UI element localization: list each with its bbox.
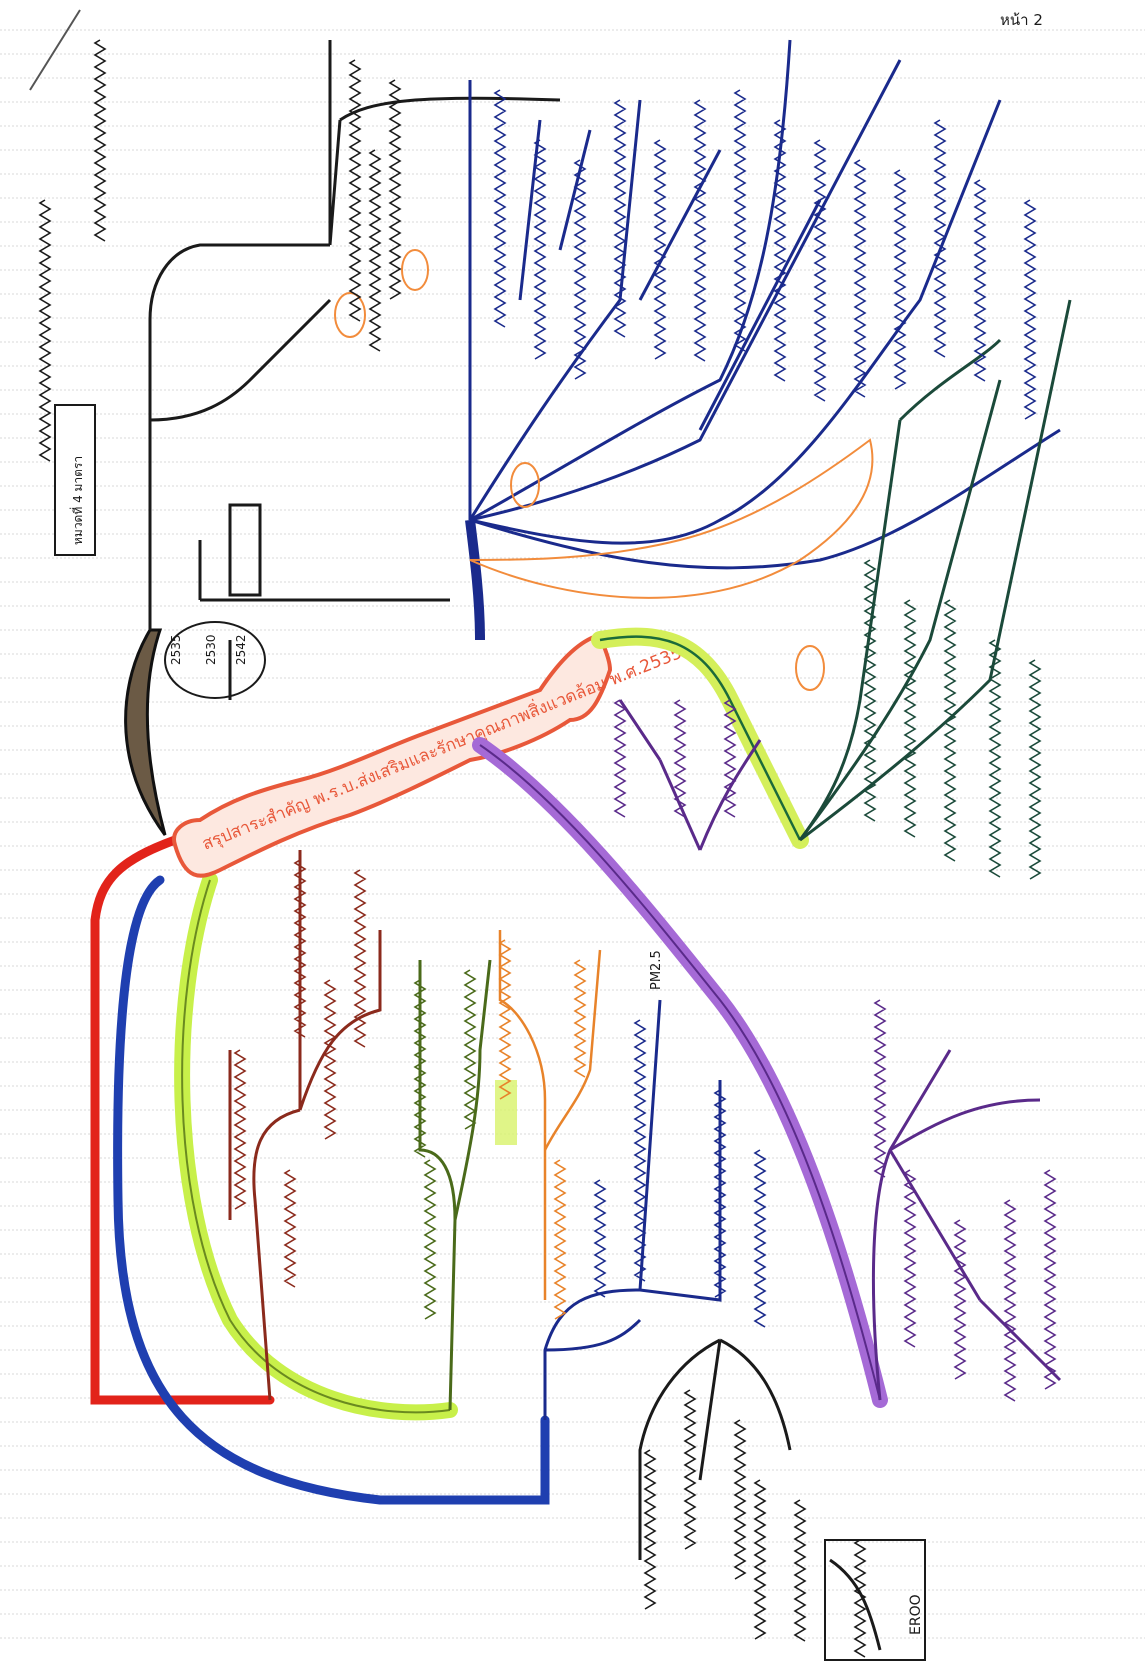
handwriting-scribble <box>285 1170 295 1287</box>
handwriting-scribble <box>235 1050 245 1209</box>
handwriting-scribble <box>615 700 625 817</box>
handwriting-scribble <box>795 1500 805 1641</box>
lime-main-branch <box>182 880 450 1412</box>
handwriting-scribble <box>755 1150 765 1327</box>
eroo-label: EROO <box>908 1594 924 1635</box>
handwriting-scribble <box>370 150 380 351</box>
handwriting-scribble <box>905 1170 915 1347</box>
handwriting-scribble <box>695 100 705 361</box>
handwriting-scribble <box>905 600 915 837</box>
handwriting-scribble <box>895 170 905 389</box>
handwriting-scribble <box>955 1220 965 1379</box>
handwriting-scribble <box>735 1420 745 1579</box>
boxed-note-text: หมวดที่ 4 มาตรา <box>69 456 85 545</box>
navy-main-branch <box>470 520 480 640</box>
handwriting-scribble <box>855 1540 865 1657</box>
handwriting-scribble <box>935 120 945 357</box>
pm25-label: PM2.5 <box>649 950 664 990</box>
page-number: หน้า 2 <box>1000 11 1043 29</box>
handwriting-scribble <box>595 1180 605 1297</box>
handwriting-scribble <box>425 1160 435 1319</box>
olive-sub-branches <box>420 960 490 1410</box>
handwriting-scribble <box>1025 200 1035 419</box>
orange-circle-1 <box>511 463 539 507</box>
handwriting-scribble <box>95 40 105 241</box>
handwriting-scribble <box>675 700 685 817</box>
handwriting-scribble <box>755 1480 765 1639</box>
handwriting-scribble <box>350 60 360 321</box>
orange-circle-4 <box>796 646 824 690</box>
handwriting-scribble <box>1030 660 1040 879</box>
handwriting-scribble <box>555 1160 565 1319</box>
handwriting-scribble <box>535 140 545 359</box>
maroon-sub-branches <box>230 850 380 1400</box>
lower-black-branches <box>640 1340 880 1650</box>
handwriting-scribble <box>40 200 50 461</box>
year-note-1: 2535 <box>169 634 183 665</box>
handwriting-scribble <box>735 90 745 351</box>
handwriting-scribble <box>655 140 665 359</box>
handwriting-scribble <box>465 970 475 1129</box>
handwriting-scribble <box>875 1000 885 1177</box>
brown-main-branch <box>126 630 165 835</box>
handwriting-scribble <box>645 1450 655 1609</box>
handwriting-scribble <box>390 80 400 299</box>
year-stack: 2535 2530 2542 <box>169 634 248 665</box>
svg-text:หมวดที่ 4 มาตรา: หมวดที่ 4 มาตรา <box>69 456 85 545</box>
handwriting-scribble <box>1045 1170 1055 1389</box>
handwriting-scribble <box>500 940 510 1099</box>
handwriting-scribble <box>325 980 335 1139</box>
year-note-3: 2542 <box>234 634 248 665</box>
year-note-2: 2530 <box>204 634 218 665</box>
lime-branch-edge <box>182 880 450 1412</box>
handwriting-scribble <box>575 960 585 1077</box>
handwriting-scribble <box>975 180 985 381</box>
handwriting-scribble <box>855 160 865 397</box>
